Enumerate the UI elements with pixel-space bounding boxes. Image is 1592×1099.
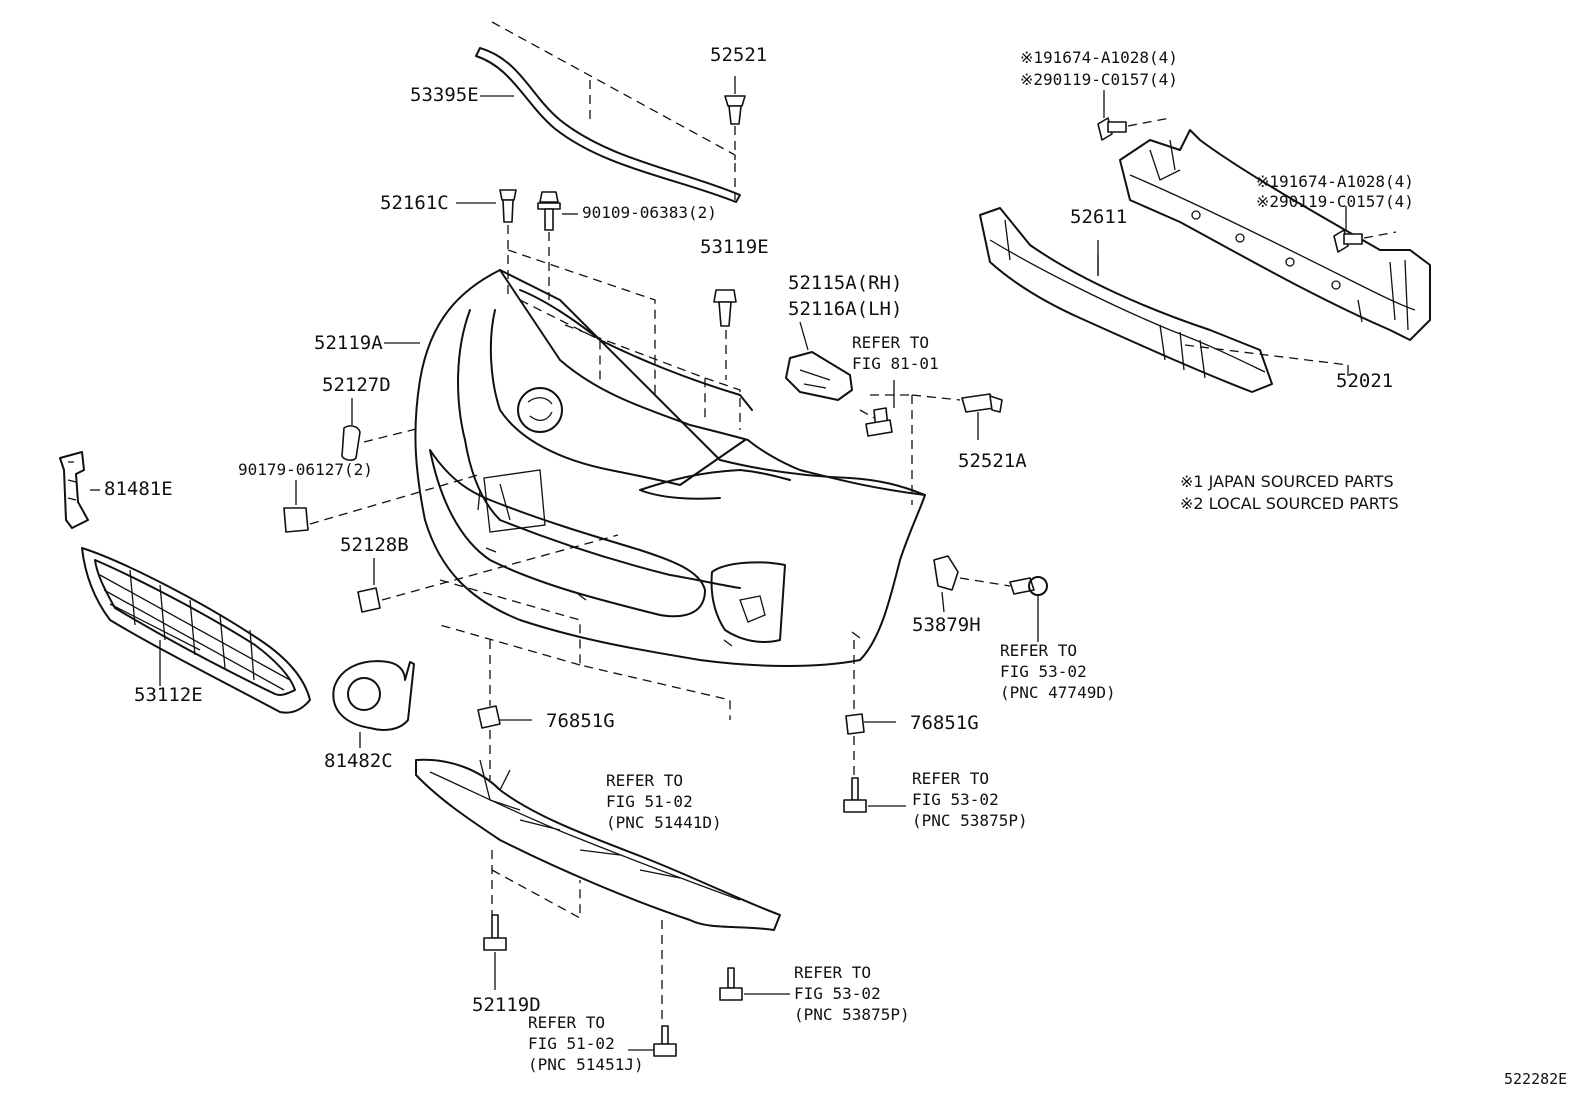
clip-52521A xyxy=(961,393,1003,440)
label-53879H: 53879H xyxy=(912,614,981,636)
bumper-cover-52119A xyxy=(414,269,926,667)
clip-52521 xyxy=(724,76,746,160)
label-bolt-upper-2: ※290119-C0157(4) xyxy=(1020,70,1178,89)
label-52119A: 52119A xyxy=(314,332,383,354)
label-52119D: 52119D xyxy=(472,994,541,1016)
label-bolt-upper-1: ※191674-A1028(4) xyxy=(1020,48,1178,67)
note-refer-53-02-53875P-upper: REFER TO FIG 53-02 (PNC 53875P) xyxy=(912,769,1028,830)
label-90109-06383: 90109-06383(2) xyxy=(582,203,717,222)
label-52116A: 52116A(LH) xyxy=(788,298,903,320)
bolt-90109-06383 xyxy=(537,191,561,300)
figure-code: 522282E xyxy=(1504,1070,1568,1088)
legend-local-sourced: ※2 LOCAL SOURCED PARTS xyxy=(1180,494,1399,513)
clip-76851G-left xyxy=(477,640,532,780)
clip-76851G-right xyxy=(845,640,896,778)
note-refer-51-02-51451J: REFER TO FIG 51-02 (PNC 51451J) xyxy=(528,1013,644,1074)
bolt-52119D xyxy=(483,914,507,990)
label-bolt-lower-2: ※290119-C0157(4) xyxy=(1256,192,1414,211)
label-76851G-right: 76851G xyxy=(910,712,979,734)
clip-90179-06127 xyxy=(283,474,479,533)
note-refer-53-02-53875P-lower: REFER TO FIG 53-02 (PNC 53875P) xyxy=(794,963,910,1024)
label-52521: 52521 xyxy=(710,44,768,66)
label-52161C: 52161C xyxy=(380,192,449,214)
bolt-91674-upper xyxy=(1097,90,1171,141)
label-52127D: 52127D xyxy=(322,374,391,396)
label-53395E: 53395E xyxy=(410,84,479,106)
label-52128B: 52128B xyxy=(340,534,409,556)
bolt-53875P-lower xyxy=(719,967,790,1001)
reinforcement-52021 xyxy=(1119,129,1431,341)
bolt-91674-lower xyxy=(1333,206,1397,253)
cap-52127D xyxy=(341,398,421,461)
label-bolt-lower-1: ※191674-A1028(4) xyxy=(1256,172,1414,191)
label-52021: 52021 xyxy=(1336,370,1394,392)
bumper-reference-lines xyxy=(439,249,961,720)
fog-cover-81482C xyxy=(332,660,415,748)
note-refer-51-02-51441D: REFER TO FIG 51-02 (PNC 51441D) xyxy=(606,771,722,832)
side-bracket-52115A-52116A xyxy=(785,321,895,437)
note-refer-81-01: REFER TO FIG 81-01 xyxy=(852,333,939,373)
label-52115A: 52115A(RH) xyxy=(788,272,903,294)
label-53112E: 53112E xyxy=(134,684,203,706)
label-81481E: 81481E xyxy=(104,478,173,500)
legend-japan-sourced: ※1 JAPAN SOURCED PARTS xyxy=(1180,472,1394,491)
label-53119E: 53119E xyxy=(700,236,769,258)
engine-under-cover xyxy=(415,758,781,1025)
clip-53119E xyxy=(713,289,737,380)
label-52611: 52611 xyxy=(1070,206,1128,228)
energy-absorber-52611 xyxy=(979,207,1349,393)
cap-52128B xyxy=(357,534,619,613)
clip-52161C xyxy=(499,189,517,300)
note-refer-53-02-47749D: REFER TO FIG 53-02 (PNC 47749D) xyxy=(1000,641,1116,702)
label-52521A: 52521A xyxy=(958,450,1027,472)
bracket-81481E xyxy=(59,451,100,529)
lower-grille-53112E xyxy=(81,547,311,714)
leader-lines xyxy=(384,95,1349,376)
label-81482C: 81482C xyxy=(324,750,393,772)
bolt-53875P-upper xyxy=(843,777,906,813)
label-90179-06127: 90179-06127(2) xyxy=(238,460,373,479)
retainer-strip-53395E xyxy=(475,21,741,203)
bolt-51451J xyxy=(628,1025,677,1057)
clip-53879H xyxy=(933,555,1048,642)
label-76851G-left: 76851G xyxy=(546,710,615,732)
